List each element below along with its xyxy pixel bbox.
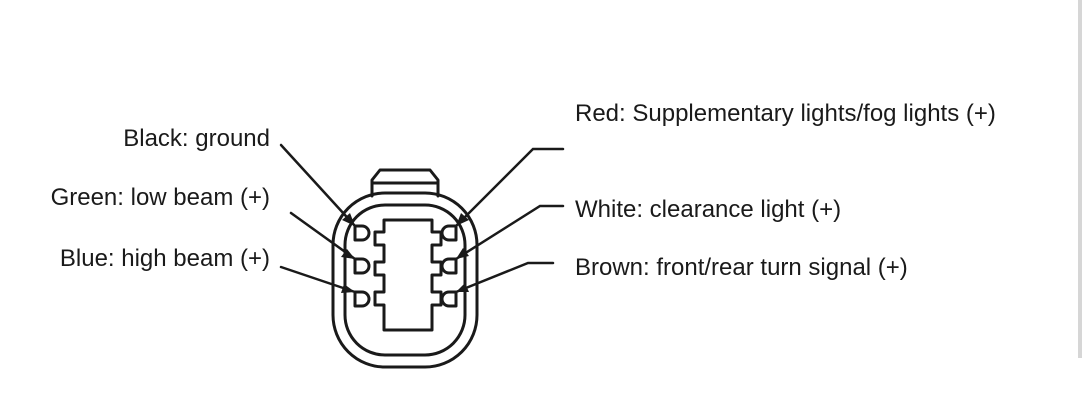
page-edge [1078,0,1082,358]
arrow-red [456,213,469,226]
label-brown: Brown: front/rear turn signal (+) [575,254,908,281]
leader-green [289,211,357,261]
connector-housing-inner [343,203,467,357]
label-blue: Blue: high beam (+) [59,245,270,272]
arrow-green [341,249,355,259]
arrow-blue [341,284,355,293]
arrow-black [342,213,355,226]
label-white: White: clearance light (+) [575,196,842,223]
leader-red [454,147,565,228]
leader-black [279,143,357,228]
terminal-left-3 [353,290,371,308]
label-green: Green: low beam (+) [50,184,270,211]
connector-center-block [373,218,443,332]
terminal-left-2 [353,257,371,275]
terminal-left-1 [353,224,371,242]
terminal-right-1 [440,224,458,242]
label-black: Black: ground [123,125,270,152]
arrow-white [456,248,469,259]
label-red: Red: Supplementary lights/fog lights (+) [575,100,996,127]
leader-white [454,204,565,261]
leader-blue [279,265,357,294]
connector-housing-outer [331,191,479,369]
terminal-right-3 [440,290,458,308]
arrow-brown [456,283,469,292]
leader-brown [454,261,555,294]
terminal-right-2 [440,257,458,275]
